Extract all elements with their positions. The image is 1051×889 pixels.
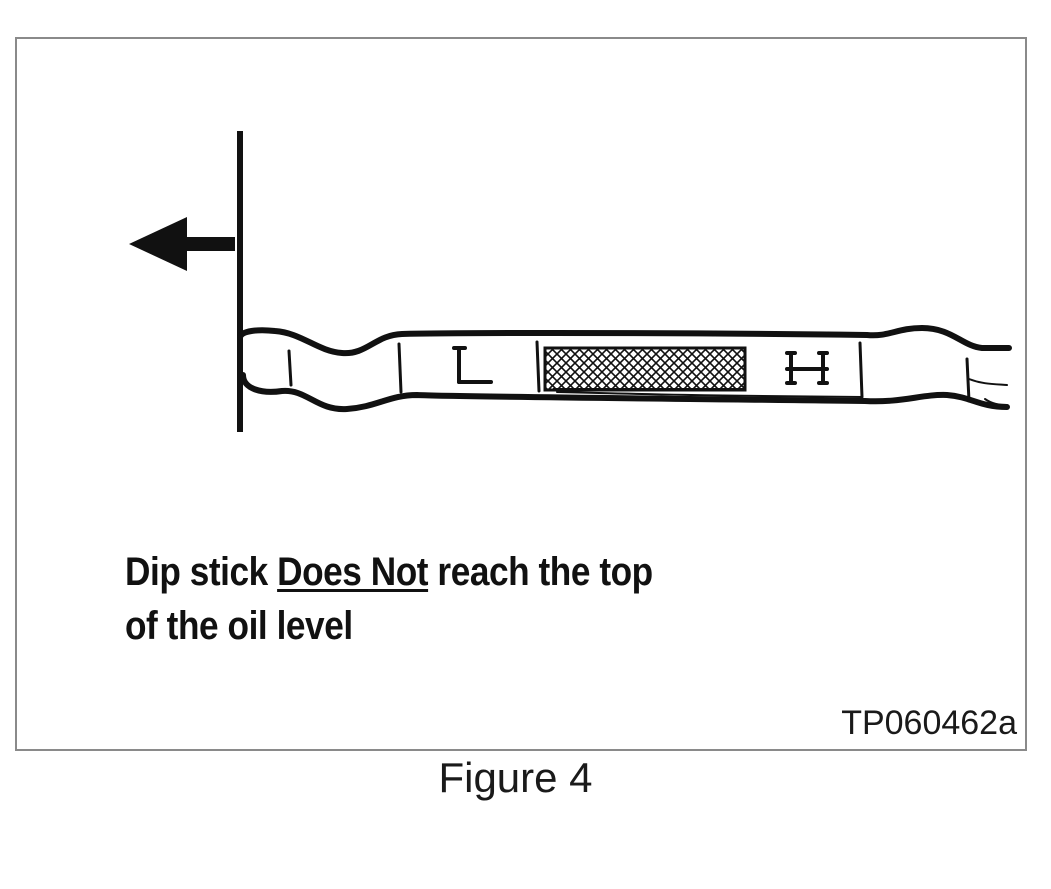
dipstick-illustration (129, 131, 1012, 432)
caption: Dip stick Does Not reach the top of the o… (125, 545, 715, 653)
dipstick (237, 325, 1012, 413)
arrow-left-icon (129, 217, 235, 271)
low-mark-l (452, 346, 493, 384)
caption-emphasis: Does Not (277, 550, 429, 594)
caption-line1-after: reach the top (428, 550, 653, 594)
figure-frame: Dip stick Does Not reach the top of the o… (15, 37, 1027, 751)
caption-box: Dip stick Does Not reach the top of the o… (95, 517, 803, 667)
caption-line2: of the oil level (125, 604, 353, 648)
figure-label: Figure 4 (438, 754, 593, 801)
figure-code: TP060462a (841, 704, 1017, 742)
caption-line1-before: Dip stick (125, 550, 278, 594)
high-mark-h (785, 351, 829, 385)
crosshatch-zone (543, 346, 747, 392)
